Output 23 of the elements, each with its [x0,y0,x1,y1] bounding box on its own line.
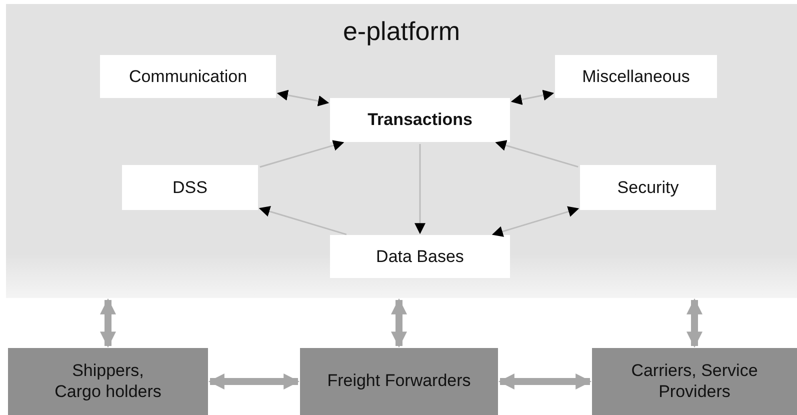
arrow [258,206,347,236]
module-box: DSS [122,165,258,210]
module-box: Communication [100,55,276,98]
module-box: Data Bases [330,235,510,278]
arrow [495,140,578,168]
actor-box: Freight Forwarders [300,348,498,415]
actor-box: Carriers, Service Providers [592,348,797,415]
arrow [276,90,330,106]
module-box: Miscellaneous [555,55,717,98]
double-arrow [391,298,407,348]
double-arrow [686,298,702,348]
module-box: Security [580,165,716,210]
double-arrow [498,374,592,390]
module-box: Transactions [330,98,510,142]
arrow [510,90,554,105]
platform-panel [6,4,797,298]
arrow [492,206,580,237]
actor-box: Shippers, Cargo holders [8,348,208,415]
double-arrow [208,374,300,390]
double-arrow [100,298,116,348]
arrow [260,140,344,168]
arrow [414,144,426,234]
panel-title: e-platform [342,16,462,47]
